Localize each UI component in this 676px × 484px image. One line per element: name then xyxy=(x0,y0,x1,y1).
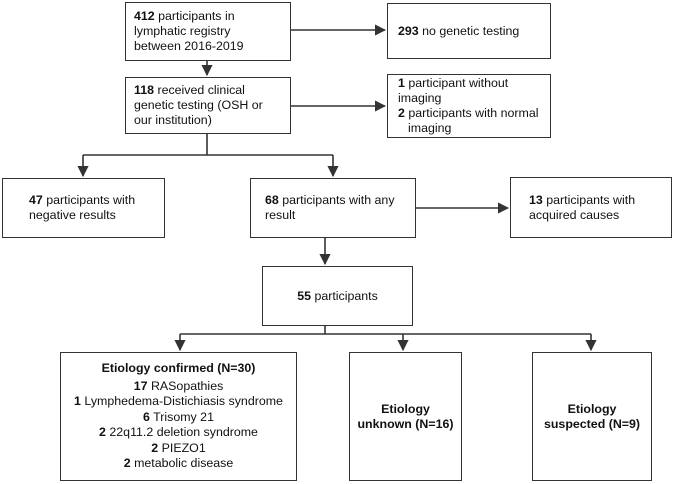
fifty-five-text: participants xyxy=(314,288,378,303)
confirmed-item: 1 Lymphedema-Distichiasis syndrome xyxy=(74,394,283,409)
negative-text: participants with xyxy=(46,193,136,207)
confirmed-box: Etiology confirmed (N=30) 17 RASopathies… xyxy=(60,352,297,481)
excluded-count-2: 2 xyxy=(398,106,405,120)
confirmed-item: 2 22q11.2 deletion syndrome xyxy=(99,425,258,440)
excluded-count-1: 1 xyxy=(398,76,405,90)
unknown-line-2: unknown (N=16) xyxy=(357,416,454,431)
unknown-line-1: Etiology xyxy=(381,401,430,416)
confirmed-item: 6 Trisomy 21 xyxy=(143,409,214,424)
no-testing-count: 293 xyxy=(398,23,419,38)
clinical-testing-text-1: received clinical xyxy=(157,83,245,97)
clinical-testing-text-2: genetic testing (OSH or xyxy=(134,98,263,112)
fifty-five-box: 55 participants xyxy=(262,266,413,326)
confirmed-item: 17 RASopathies xyxy=(133,378,224,393)
suspected-line-1: Etiology xyxy=(567,401,617,416)
excluded-box: 1 participant without imaging 2 particip… xyxy=(387,74,551,138)
confirmed-item: 2 metabolic disease xyxy=(123,456,234,471)
clinical-testing-box: 118 received clinical genetic testing (O… xyxy=(125,77,291,134)
registry-text-2: lymphatic registry xyxy=(134,24,231,38)
registry-box: 412 participants in lymphatic registry b… xyxy=(125,2,291,61)
excluded-text-2-cont: imaging xyxy=(408,121,452,135)
unknown-box: Etiology unknown (N=16) xyxy=(349,352,462,481)
excluded-text-1: participant without xyxy=(408,76,509,90)
registry-text-1: participants in xyxy=(158,9,235,23)
any-result-count: 68 xyxy=(265,193,279,207)
acquired-text: participants with xyxy=(546,192,636,207)
confirmed-title: Etiology confirmed (N=30) xyxy=(101,361,256,376)
negative-count: 47 xyxy=(29,193,43,207)
any-result-text-cont: result xyxy=(265,208,296,222)
no-testing-text: no genetic testing xyxy=(422,23,520,38)
any-result-box: 68 participants with any result xyxy=(250,178,416,238)
acquired-box: 13 participants with acquired causes xyxy=(510,177,672,238)
clinical-testing-count: 118 xyxy=(134,83,154,97)
negative-box: 47 participants with negative results xyxy=(2,178,165,238)
negative-text-cont: negative results xyxy=(29,208,116,222)
any-result-text: participants with any xyxy=(282,193,395,207)
acquired-count: 13 xyxy=(529,192,543,207)
registry-count: 412 xyxy=(134,9,155,23)
acquired-text-cont: acquired causes xyxy=(529,207,620,222)
registry-text-3: between 2016-2019 xyxy=(134,39,244,53)
excluded-text-1-cont: imaging xyxy=(398,91,442,105)
no-testing-box: 293 no genetic testing xyxy=(387,3,551,59)
clinical-testing-text-3: our institution) xyxy=(134,113,212,127)
confirmed-item: 2 PIEZO1 xyxy=(151,440,206,455)
fifty-five-count: 55 xyxy=(297,288,311,303)
excluded-text-2: participants with normal xyxy=(408,106,539,120)
suspected-line-2: suspected (N=9) xyxy=(543,416,641,431)
suspected-box: Etiology suspected (N=9) xyxy=(532,352,652,481)
